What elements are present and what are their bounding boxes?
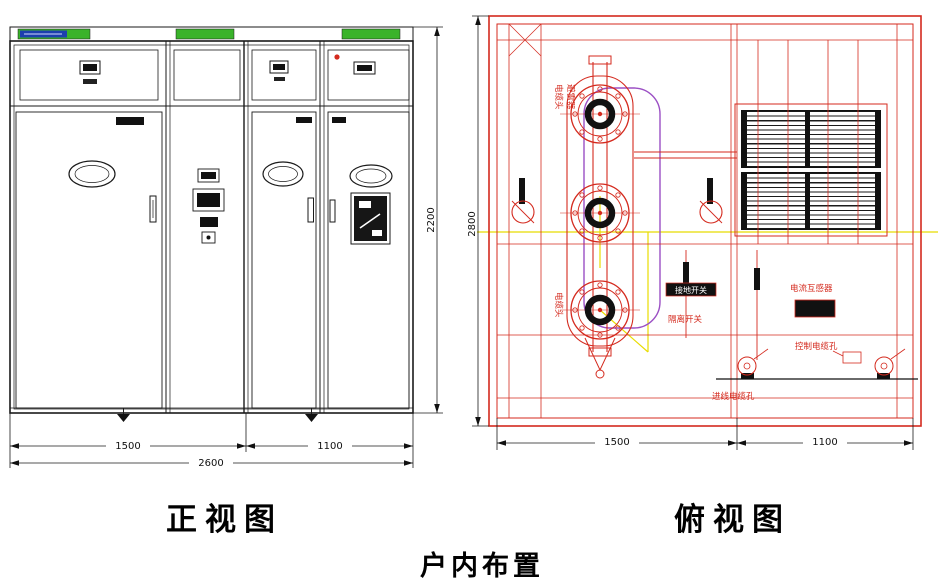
door-handle bbox=[149, 195, 157, 223]
transformer-phase-c bbox=[560, 280, 640, 340]
cable-head-label: 电缆头 bbox=[553, 292, 564, 318]
left-door bbox=[15, 111, 163, 409]
meter bbox=[192, 188, 225, 212]
door-label-plate bbox=[332, 117, 346, 123]
centerlines-yellow bbox=[470, 196, 938, 353]
anchor-hole bbox=[874, 356, 894, 376]
dim-top-width-left: 1500 bbox=[604, 437, 629, 448]
green-strip-middle bbox=[175, 28, 235, 40]
cabinet-body bbox=[9, 40, 414, 414]
cabinet-base bbox=[10, 407, 413, 422]
resistor-bar bbox=[805, 111, 810, 167]
control-switch bbox=[201, 231, 216, 244]
right-door bbox=[251, 111, 317, 409]
foundation-details bbox=[716, 348, 918, 380]
sheet-title: 户内布置 bbox=[420, 551, 544, 581]
current-transformer-label: 电流互感器 bbox=[790, 283, 833, 294]
instrument-column bbox=[192, 168, 225, 244]
resistor-bar bbox=[742, 111, 747, 167]
disconnector-label: 隔离开关 bbox=[668, 314, 703, 325]
indicator-lamp bbox=[334, 54, 340, 60]
switch-devices bbox=[683, 250, 760, 360]
display-window bbox=[353, 61, 376, 75]
top-view-labels: 电缆头 避雷器 电缆头 接地开关 隔离开关 电流互感器 控制电缆孔 进线电缆孔 bbox=[553, 84, 862, 402]
transformer-phases bbox=[560, 55, 640, 379]
cable-head-label: 电缆头 bbox=[553, 84, 564, 110]
door-window bbox=[262, 161, 304, 187]
dim-top-depth: 2800 bbox=[467, 211, 478, 236]
transformer-phase-a bbox=[560, 84, 640, 144]
arrester-label: 避雷器 bbox=[565, 84, 576, 110]
dim-front-width-left: 1500 bbox=[115, 441, 140, 452]
cabinet-top-cap bbox=[9, 26, 414, 42]
dim-front-height: 2200 bbox=[426, 207, 437, 232]
control-cable-hole-label: 控制电缆孔 bbox=[795, 341, 838, 352]
foot-arrow bbox=[117, 414, 130, 422]
earthing-switch-label: 接地开关 bbox=[675, 285, 707, 295]
door-window bbox=[349, 164, 393, 188]
front-view-caption: 正视图 bbox=[166, 502, 283, 537]
meter bbox=[197, 168, 220, 183]
cable-hole-block bbox=[794, 299, 836, 318]
breaker-module bbox=[350, 192, 391, 245]
front-view bbox=[9, 26, 414, 422]
door-window bbox=[68, 160, 116, 188]
foot-arrow bbox=[305, 414, 318, 422]
control-cable-hole bbox=[842, 351, 862, 364]
green-strip-right bbox=[341, 28, 401, 40]
dim-top-width-right: 1100 bbox=[812, 437, 837, 448]
incoming-cable-hole-label: 进线电缆孔 bbox=[712, 391, 755, 402]
door-handle bbox=[307, 197, 314, 223]
resistor-frame bbox=[734, 103, 888, 237]
meter bbox=[200, 217, 218, 227]
door-label-plate bbox=[116, 117, 144, 125]
door-label-plate bbox=[296, 117, 312, 123]
resistor-bar bbox=[875, 173, 880, 229]
front-view-dimensions: 1500 1100 2600 2200 bbox=[9, 26, 443, 469]
top-panels bbox=[19, 49, 410, 101]
resistor-bar bbox=[742, 173, 747, 229]
dim-front-width-right: 1100 bbox=[317, 441, 342, 452]
earthing-switch-tag bbox=[665, 282, 717, 297]
dim-front-width-total: 2600 bbox=[198, 458, 223, 469]
display-window bbox=[79, 60, 101, 75]
top-view-caption: 俯视图 bbox=[674, 502, 791, 537]
door-handle bbox=[329, 199, 336, 223]
resistor-bar bbox=[805, 173, 810, 229]
display-window bbox=[269, 60, 289, 74]
top-view-dimensions: 1500 1100 2800 bbox=[466, 15, 914, 450]
tank-outline bbox=[566, 75, 634, 347]
wall-bushings bbox=[511, 178, 723, 224]
top-view-frame bbox=[488, 15, 922, 427]
anchor-hole bbox=[737, 356, 757, 376]
transformer-phase-b bbox=[560, 183, 640, 243]
right-panel bbox=[327, 111, 410, 409]
resistor-bar bbox=[875, 111, 880, 167]
